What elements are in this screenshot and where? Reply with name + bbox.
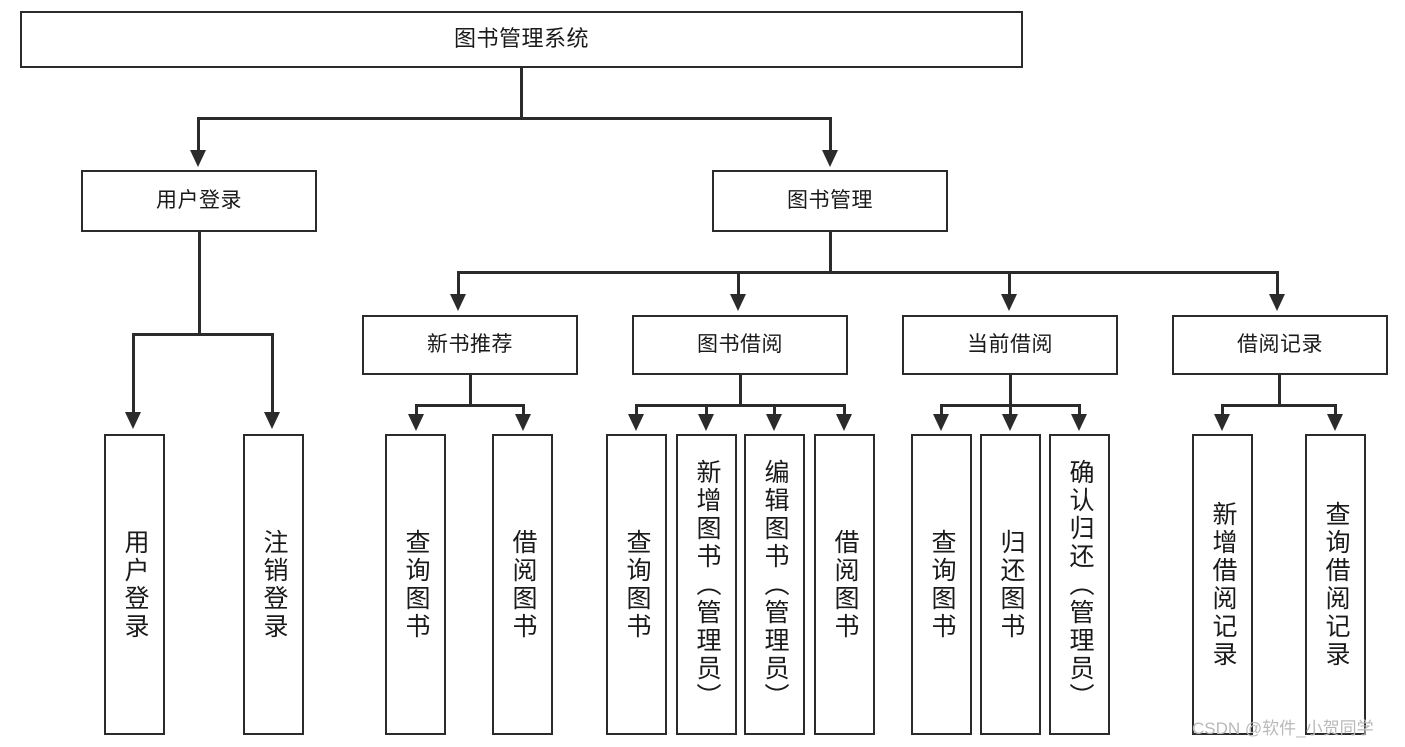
connector-book-management-trunk	[829, 232, 832, 273]
connector-root-to-book-management	[829, 117, 832, 153]
connector-book-borrow-bus	[636, 404, 846, 407]
connector-book-borrow-to-leaf-4	[843, 404, 846, 418]
arrowhead-book-management-current	[1001, 294, 1017, 311]
node-label: 图书管理系统	[453, 26, 589, 52]
node-label: 当前借阅	[967, 333, 1053, 357]
node-label: 查询借阅记录	[1322, 500, 1350, 669]
connector-current-borrow-to-leaf-1	[940, 404, 943, 418]
leaf-query-book-borrow[interactable]: 查询图书	[606, 434, 667, 735]
connector-user-login-bus	[133, 333, 273, 336]
connector-borrow-record-bus	[1222, 404, 1336, 407]
arrowhead-user-login-leaf-2	[264, 412, 280, 429]
node-root-book-management-system[interactable]: 图书管理系统	[20, 11, 1023, 68]
arrowhead-current-borrow-leaf-1	[933, 414, 949, 431]
connector-book-borrow-to-leaf-3	[773, 404, 776, 418]
node-label: 用户登录	[121, 528, 149, 641]
arrowhead-borrow-record-leaf-2	[1327, 414, 1343, 431]
connector-book-management-bus	[457, 271, 1278, 274]
arrowhead-new-book-leaf-1	[408, 414, 424, 431]
leaf-borrow-book-recommend[interactable]: 借阅图书	[492, 434, 553, 735]
arrowhead-book-management-new-book	[450, 294, 466, 311]
node-label: 新增借阅记录	[1209, 500, 1237, 669]
connector-borrow-record-to-leaf-2	[1334, 404, 1337, 418]
leaf-borrow-book[interactable]: 借阅图书	[814, 434, 875, 735]
node-book-management[interactable]: 图书管理	[712, 170, 948, 232]
connector-root-to-user-login	[197, 117, 200, 153]
leaf-logout[interactable]: 注销登录	[243, 434, 304, 735]
connector-book-borrow-to-leaf-1	[635, 404, 638, 418]
connector-borrow-record-trunk	[1278, 375, 1281, 406]
connector-user-login-trunk	[198, 232, 201, 335]
leaf-query-borrow-record[interactable]: 查询借阅记录	[1305, 434, 1366, 735]
connector-book-management-to-borrow	[737, 271, 740, 297]
connector-root-bus	[198, 117, 831, 120]
connector-root-trunk	[520, 68, 523, 118]
node-label: 归还图书	[997, 528, 1025, 641]
node-label: 查询图书	[928, 528, 956, 641]
connector-current-borrow-to-leaf-2	[1009, 404, 1012, 418]
node-label: 图书借阅	[697, 333, 783, 357]
node-current-borrow[interactable]: 当前借阅	[902, 315, 1118, 375]
leaf-query-book-recommend[interactable]: 查询图书	[385, 434, 446, 735]
connector-book-borrow-trunk	[739, 375, 742, 406]
connector-user-login-to-leaf-2	[271, 333, 274, 415]
connector-current-borrow-to-leaf-3	[1078, 404, 1081, 418]
arrowhead-book-management-borrow	[730, 294, 746, 311]
node-label: 新增图书（管理员）	[693, 458, 721, 711]
leaf-user-login[interactable]: 用户登录	[104, 434, 165, 735]
node-label: 借阅图书	[509, 528, 537, 641]
leaf-return-book[interactable]: 归还图书	[980, 434, 1041, 735]
leaf-confirm-return-admin[interactable]: 确认归还（管理员）	[1049, 434, 1110, 735]
arrowhead-root-to-user-login	[190, 150, 206, 167]
node-label: 查询图书	[402, 528, 430, 641]
leaf-add-borrow-record[interactable]: 新增借阅记录	[1192, 434, 1253, 735]
arrowhead-user-login-leaf-1	[125, 412, 141, 429]
node-label: 用户登录	[156, 189, 242, 213]
node-label: 确认归还（管理员）	[1066, 458, 1094, 711]
leaf-add-book-admin[interactable]: 新增图书（管理员）	[676, 434, 737, 735]
node-label: 图书管理	[787, 189, 873, 213]
connector-book-management-to-record	[1276, 271, 1279, 297]
node-label: 编辑图书（管理员）	[761, 458, 789, 711]
node-new-book-recommend[interactable]: 新书推荐	[362, 315, 578, 375]
connector-new-book-to-leaf-2	[522, 404, 525, 418]
connector-book-management-to-new-book	[457, 271, 460, 297]
connector-new-book-to-leaf-1	[415, 404, 418, 418]
connector-book-management-to-current	[1008, 271, 1011, 297]
connector-new-book-trunk	[469, 375, 472, 406]
arrowhead-book-borrow-leaf-4	[836, 414, 852, 431]
arrowhead-root-to-book-management	[822, 150, 838, 167]
connector-borrow-record-to-leaf-1	[1221, 404, 1224, 418]
arrowhead-book-borrow-leaf-1	[628, 414, 644, 431]
arrowhead-current-borrow-leaf-2	[1002, 414, 1018, 431]
node-book-borrow[interactable]: 图书借阅	[632, 315, 848, 375]
node-label: 查询图书	[623, 528, 651, 641]
node-user-login[interactable]: 用户登录	[81, 170, 317, 232]
arrowhead-borrow-record-leaf-1	[1214, 414, 1230, 431]
leaf-edit-book-admin[interactable]: 编辑图书（管理员）	[744, 434, 805, 735]
arrowhead-book-borrow-leaf-2	[698, 414, 714, 431]
connector-current-borrow-trunk	[1009, 375, 1012, 406]
leaf-query-book-current[interactable]: 查询图书	[911, 434, 972, 735]
connector-book-borrow-to-leaf-2	[705, 404, 708, 418]
arrowhead-current-borrow-leaf-3	[1071, 414, 1087, 431]
arrowhead-book-borrow-leaf-3	[766, 414, 782, 431]
arrowhead-new-book-leaf-2	[515, 414, 531, 431]
node-label: 借阅图书	[831, 528, 859, 641]
node-borrow-record[interactable]: 借阅记录	[1172, 315, 1388, 375]
arrowhead-book-management-record	[1269, 294, 1285, 311]
node-label: 注销登录	[260, 528, 288, 641]
connector-user-login-to-leaf-1	[132, 333, 135, 415]
node-label: 借阅记录	[1237, 333, 1323, 357]
connector-new-book-bus	[416, 404, 524, 407]
node-label: 新书推荐	[427, 333, 513, 357]
